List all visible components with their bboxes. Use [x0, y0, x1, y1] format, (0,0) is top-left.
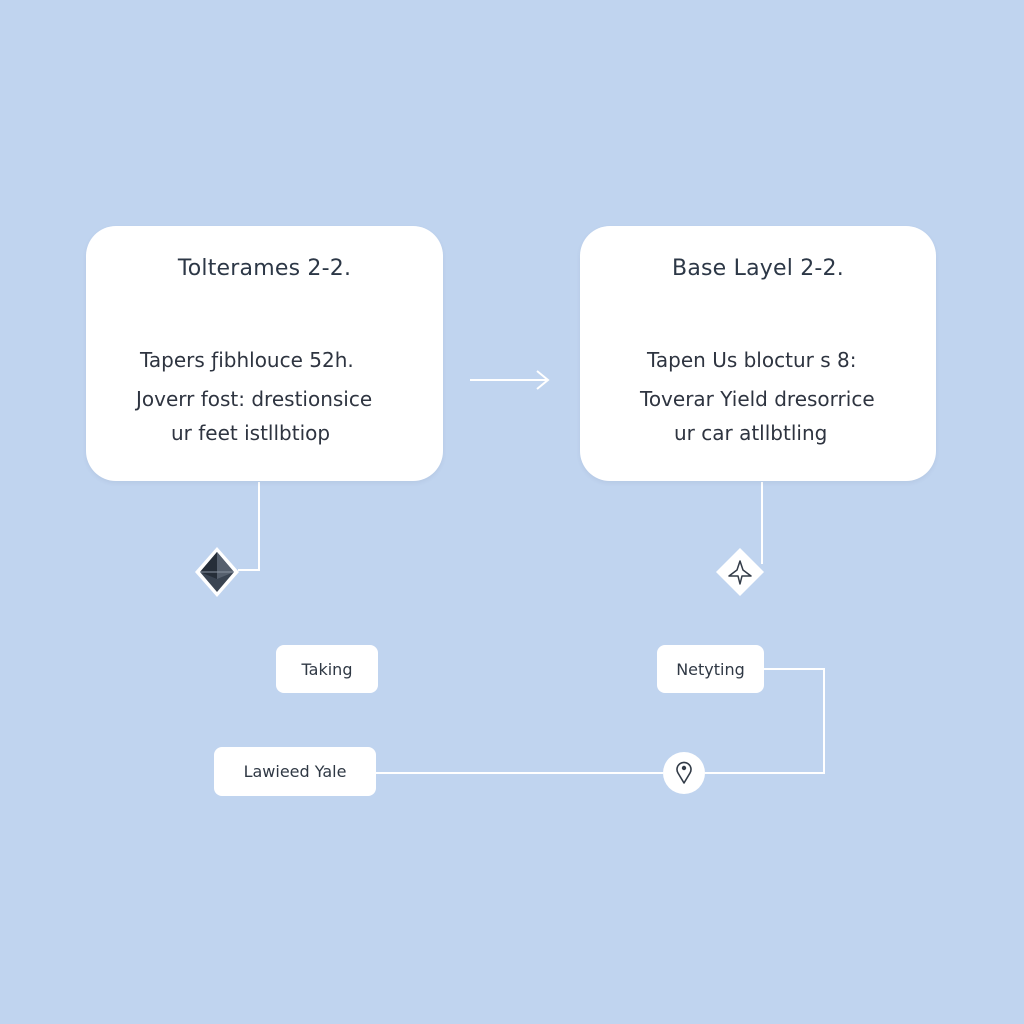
- taking-node[interactable]: Taking: [276, 645, 378, 693]
- location-pin-icon: [663, 752, 705, 794]
- right-card-line-1: Tapen Us bloctur s 8:: [647, 348, 857, 372]
- netyting-node[interactable]: Netyting: [657, 645, 764, 693]
- left-card-line-3: ur feet istllbtiop: [171, 421, 331, 445]
- left-card-line-1: Tapers ƒibhlouce 52h.: [140, 348, 354, 372]
- left-card-line-2: Joverr fost: drestionsice: [136, 387, 373, 411]
- netyting-connector: [705, 668, 825, 774]
- arrow-right-icon: [470, 370, 550, 390]
- left-card[interactable]: Tolteramеs 2-2. Tapers ƒibhlouce 52h. Jo…: [86, 226, 443, 481]
- right-card-title: Base Layel 2-2.: [672, 256, 844, 281]
- ethereum-diamond-icon: [195, 547, 239, 597]
- right-card[interactable]: Base Layel 2-2. Tapen Us bloctur s 8: To…: [580, 226, 936, 481]
- star-diamond-icon: [716, 548, 764, 596]
- left-card-title: Tolteramеs 2-2.: [177, 256, 352, 281]
- left-card-connector: [238, 482, 260, 571]
- lawieed-yale-node[interactable]: Lawieed Yale: [214, 747, 376, 796]
- right-card-line-3: ur car atllbtling: [674, 421, 828, 445]
- right-card-line-2: Toverar Yield dresorrice: [640, 387, 875, 411]
